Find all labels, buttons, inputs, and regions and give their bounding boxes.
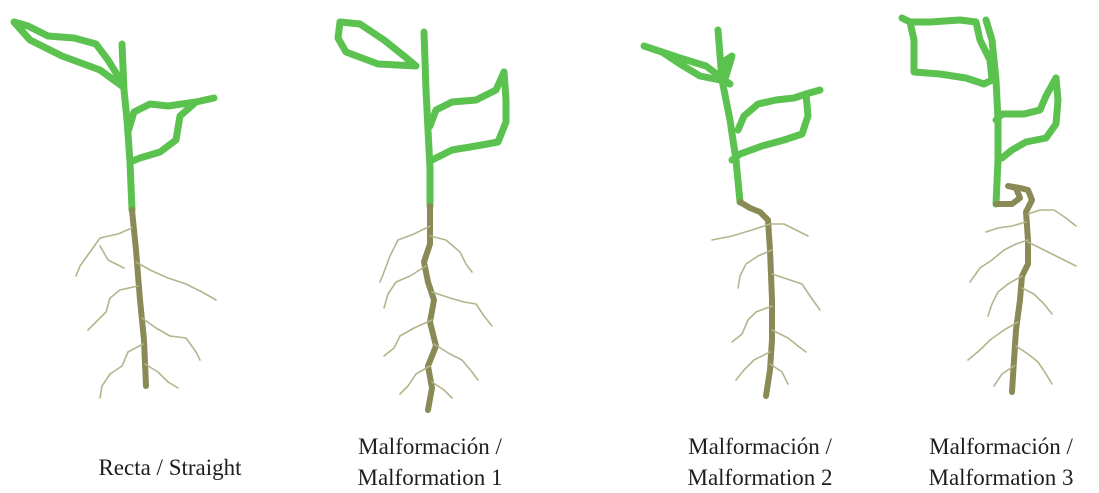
plant-straight-drawing bbox=[0, 0, 260, 487]
caption-line: Malformación / bbox=[904, 431, 1098, 462]
caption-malformation-1: Malformación / Malformation 1 bbox=[330, 431, 530, 493]
panel-malformation-1: Malformación / Malformation 1 bbox=[300, 0, 560, 487]
caption-straight: Recta / Straight bbox=[80, 452, 260, 483]
caption-malformation-2: Malformación / Malformation 2 bbox=[660, 431, 860, 493]
panel-malformation-3: Malformación / Malformation 3 bbox=[880, 0, 1099, 487]
shoot-malformation-2 bbox=[644, 30, 820, 202]
plant-malformation-2-drawing bbox=[620, 0, 880, 487]
taproot-straight bbox=[132, 210, 146, 386]
panel-malformation-2: Malformación / Malformation 2 bbox=[620, 0, 880, 487]
caption-line: Malformación / bbox=[330, 431, 530, 462]
lateral-roots-malformation-1 bbox=[380, 226, 492, 398]
taproot-malformation-2 bbox=[740, 202, 772, 396]
caption-line: Malformation 1 bbox=[330, 462, 530, 493]
plant-malformation-3-drawing bbox=[880, 0, 1099, 487]
plant-malformation-1-drawing bbox=[300, 0, 560, 487]
shoot-straight bbox=[14, 22, 214, 210]
shoot-malformation-1 bbox=[338, 22, 506, 206]
caption-line: Malformation 2 bbox=[660, 462, 860, 493]
caption-line: Recta / Straight bbox=[80, 452, 260, 483]
caption-malformation-3: Malformación / Malformation 3 bbox=[904, 431, 1098, 493]
panel-straight: Recta / Straight bbox=[0, 0, 260, 487]
lateral-roots-malformation-2 bbox=[712, 224, 820, 384]
caption-line: Malformación / bbox=[660, 431, 860, 462]
caption-line: Malformation 3 bbox=[904, 462, 1098, 493]
shoot-malformation-3 bbox=[902, 18, 1058, 204]
